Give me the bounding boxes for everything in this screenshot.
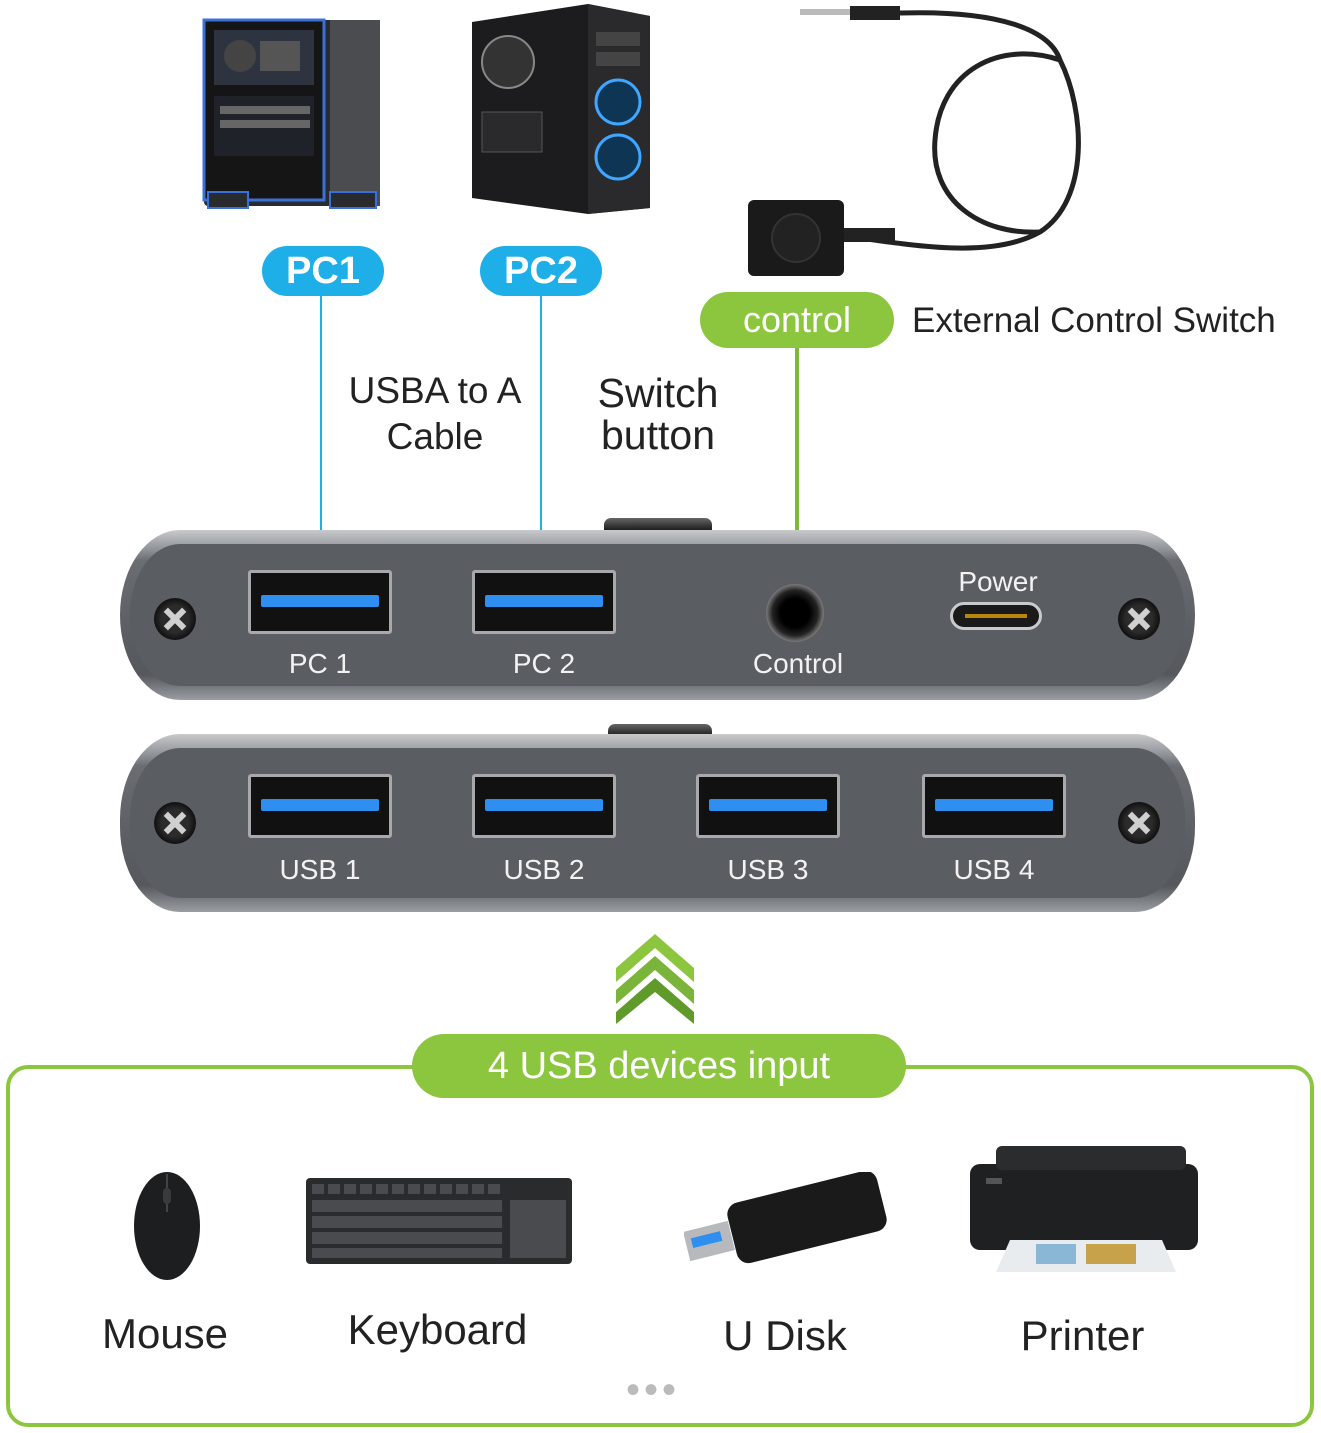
usb3-port-label: USB 3 [727,854,809,885]
switch-button-label-line2: button [601,412,715,458]
pc1-usb-port[interactable] [248,570,392,634]
control-audio-jack[interactable] [766,584,824,642]
pc1-port-label: PC 1 [288,648,352,679]
switch-button-knob[interactable] [604,518,712,532]
u-disk-image [684,1172,887,1264]
usb1-port-label: USB 1 [279,854,361,885]
usb2-port-label: USB 2 [503,854,585,885]
mouse-image [134,1172,200,1280]
power-port-label: Power [958,566,1038,597]
device-label-printer: Printer [1020,1312,1145,1359]
pc2-port-label: PC 2 [512,648,576,679]
keyboard-image [306,1178,572,1264]
device-label-keyboard: Keyboard [347,1306,528,1353]
external-control-switch-image [748,6,1081,276]
usb-cable-label-line1: USBA to A [348,370,522,411]
hub-bottom-panel: USB 1 USB 2 USB 3 USB 4 [120,734,1195,912]
device-label-u-disk: U Disk [723,1312,847,1359]
pc2-connector-line [540,296,542,584]
external-switch-label: External Control Switch [912,301,1276,340]
screw-icon [1118,598,1160,640]
devices-title: 4 USB devices input [412,1034,906,1098]
pc2-tower-image [472,4,650,214]
control-connector-line [795,348,799,564]
usb1-port[interactable] [248,774,392,838]
device-label-mouse: Mouse [101,1310,229,1357]
control-port-label: Control [752,648,844,679]
switch-button-label-line1: Switch [597,370,719,416]
pc1-tower-image [202,18,380,209]
usb3-port[interactable] [696,774,840,838]
screw-icon [154,802,196,844]
control-tag: control [700,292,894,348]
pc2-usb-port[interactable] [472,570,616,634]
screw-icon [1118,802,1160,844]
usb2-port[interactable] [472,774,616,838]
printer-image [970,1146,1198,1272]
screw-icon [154,598,196,640]
up-arrow-icon [616,934,694,1024]
pc2-tag: PC2 [480,246,602,296]
pc1-connector-line [320,296,322,584]
usb4-port-label: USB 4 [953,854,1035,885]
more-devices-ellipsis: ••• [626,1368,681,1412]
pc1-tag: PC1 [262,246,384,296]
usb-cable-label-line2: Cable [386,416,484,457]
usb4-port[interactable] [922,774,1066,838]
power-typec-port[interactable] [950,602,1042,630]
hub-top-panel: PC 1 PC 2 Control Power [120,530,1195,700]
